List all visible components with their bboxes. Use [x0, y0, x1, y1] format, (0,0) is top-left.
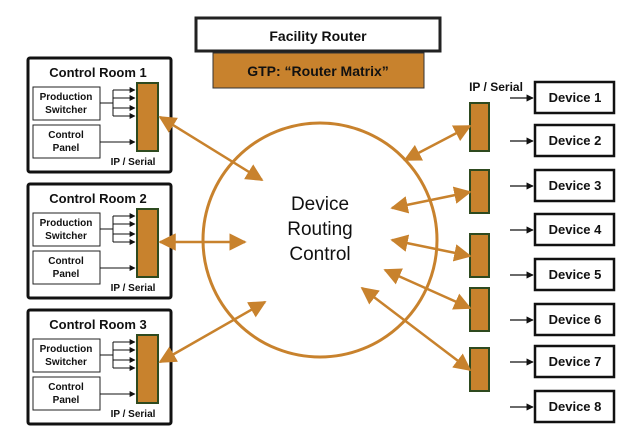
control-panel-line-2: Panel: [53, 395, 80, 406]
device-port-5: [469, 347, 490, 392]
production-switcher-line-1: Production: [40, 344, 93, 355]
routing-link-7: [383, 268, 472, 310]
control-panel-box: [32, 124, 101, 159]
routing-links: [158, 115, 472, 372]
device-box: [533, 80, 616, 115]
production-switcher-box: [32, 338, 101, 373]
routing-link-5: [390, 186, 472, 214]
device-label: Device 2: [549, 133, 602, 148]
router-subtitle: GTP: “Router Matrix”: [247, 63, 389, 79]
router-matrix-box: [212, 52, 425, 89]
control-panel-box: [32, 376, 101, 411]
routing-link-4: [403, 124, 472, 162]
control-room-title: Control Room 2: [49, 191, 147, 206]
production-switcher-box: [32, 212, 101, 247]
router-title: Facility Router: [269, 28, 367, 44]
production-switcher-line-2: Switcher: [45, 357, 87, 368]
facility-router: Facility Router GTP: “Router Matrix”: [194, 16, 442, 89]
device-label: Device 3: [549, 178, 602, 193]
production-switcher-box: [32, 86, 101, 121]
device-label: Device 1: [549, 90, 602, 105]
control-room-port: [136, 208, 159, 278]
routing-link-6: [390, 234, 472, 262]
production-switcher-line-2: Switcher: [45, 231, 87, 242]
device-label: Device 4: [549, 222, 603, 237]
device-port-3: [469, 233, 490, 278]
device-box: [533, 257, 616, 292]
control-room-2: Control Room 2 ProductionSwitcherControlP…: [26, 182, 173, 300]
control-panel-box: [32, 250, 101, 285]
control-room-port-label: IP / Serial: [111, 157, 156, 168]
device-port-1: [469, 102, 490, 152]
device-box: [533, 212, 616, 247]
device-label: Device 8: [549, 399, 602, 414]
control-room-port: [136, 82, 159, 152]
control-panel-line-2: Panel: [53, 269, 80, 280]
control-room-3: Control Room 3 ProductionSwitcherControlP…: [26, 308, 173, 426]
device-box: [533, 168, 616, 203]
router-title-box: [194, 16, 442, 53]
center-line-1: Device: [291, 194, 349, 215]
device-7: Device 7: [510, 344, 616, 379]
device-5: Device 5: [510, 257, 616, 292]
control-room-title: Control Room 1: [49, 65, 147, 80]
control-panel-line-1: Control: [48, 382, 84, 393]
device-port-2: [469, 169, 490, 214]
device-1: Device 1: [510, 80, 616, 115]
device-3: Device 3: [510, 168, 616, 203]
control-rooms: Control Room 1ProductionSwitcherControlP…: [26, 56, 173, 426]
control-room-title: Control Room 3: [49, 317, 147, 332]
control-panel-line-2: Panel: [53, 143, 80, 154]
control-room-port-label: IP / Serial: [111, 409, 156, 420]
production-switcher-line-2: Switcher: [45, 105, 87, 116]
routing-control-circle: [201, 121, 439, 359]
device-box: [533, 302, 616, 337]
device-6: Device 6: [510, 302, 616, 337]
control-panel-line-1: Control: [48, 130, 84, 141]
device-box: [533, 123, 616, 158]
device-port-4: [469, 287, 490, 332]
center-line-3: Control: [289, 244, 350, 265]
center-line-2: Routing: [287, 219, 353, 240]
device-label: Device 7: [549, 354, 602, 369]
routing-link-3: [158, 300, 267, 364]
production-switcher-line-1: Production: [40, 218, 93, 229]
device-label: Device 6: [549, 312, 602, 327]
routing-link-8: [360, 286, 472, 372]
control-panel-line-1: Control: [48, 256, 84, 267]
device-2: Device 2: [510, 123, 616, 158]
device-label: Device 5: [549, 267, 602, 282]
device-port-label: IP / Serial: [469, 80, 523, 94]
control-room-port: [136, 334, 159, 404]
production-switcher-line-1: Production: [40, 92, 93, 103]
routing-link-1: [158, 115, 264, 182]
device-box: [533, 389, 616, 424]
device-8: Device 8: [510, 389, 616, 424]
control-room-port-label: IP / Serial: [111, 283, 156, 294]
device-box: [533, 344, 616, 379]
control-room-1: Control Room 1 ProductionSwitcherControlP…: [26, 56, 173, 174]
device-4: Device 4: [510, 212, 616, 247]
